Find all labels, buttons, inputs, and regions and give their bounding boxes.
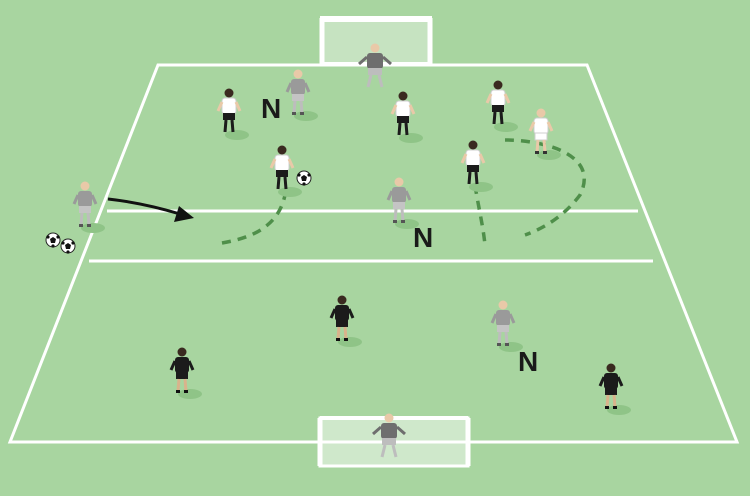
player-black: [169, 346, 204, 401]
player-black: [598, 362, 633, 417]
ball-supply: [45, 232, 61, 249]
neutral-label: N: [261, 93, 282, 124]
player-white: [390, 90, 425, 145]
run-path-1: [221, 194, 287, 245]
pass-arrow: [107, 197, 181, 216]
run-path-2: [473, 184, 487, 246]
neutral-label: N: [518, 346, 539, 377]
player-white: [216, 87, 251, 142]
coach-server: [72, 180, 107, 235]
player-white: [460, 139, 495, 194]
pass-arrowhead: [174, 206, 194, 222]
neutral-label: N: [413, 222, 434, 253]
ball: [296, 170, 312, 187]
neutral-player: [490, 299, 525, 354]
player-white: [485, 79, 520, 134]
player-white: [528, 107, 563, 162]
neutral-player: [285, 68, 320, 123]
pitch-outline: [7, 63, 740, 444]
ball-supply: [60, 238, 76, 255]
player-white-with-ball: [269, 144, 304, 199]
player-black: [329, 294, 364, 349]
